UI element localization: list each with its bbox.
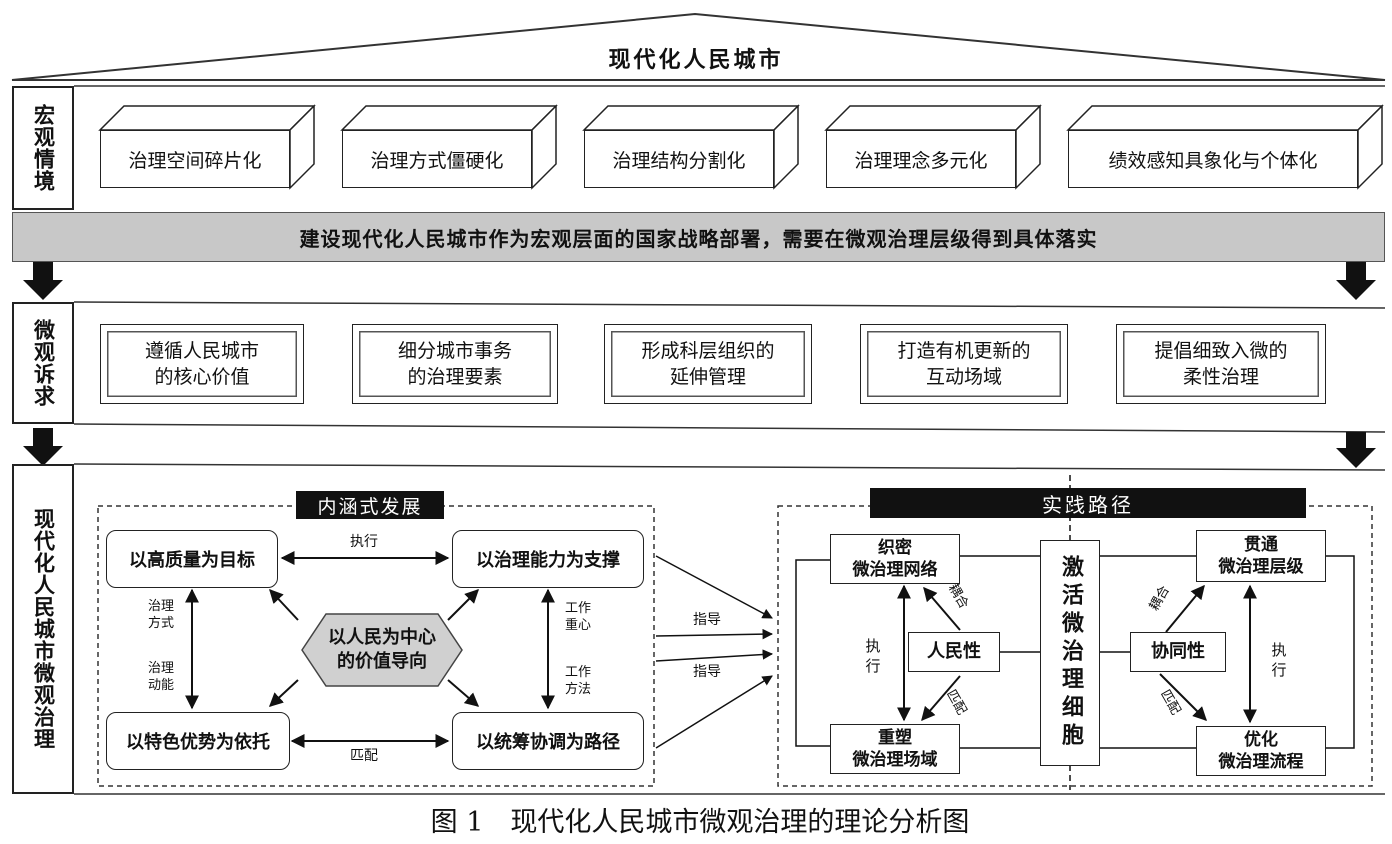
hexagon-line-1: 以人民为中心: [328, 627, 436, 648]
hexagon-text: 以人民为中心 的价值导向: [302, 626, 462, 674]
activate-cell-text: 激活微治理细胞: [1058, 555, 1083, 751]
reshape-field-box: 重塑微治理场域: [830, 724, 960, 774]
macro-frame: [74, 85, 1385, 87]
left-execute-line-1: 执: [865, 637, 881, 655]
box-side-face: [289, 104, 315, 190]
edge-execute-label: 执行: [350, 534, 378, 550]
micro-label: 微观诉求: [12, 302, 74, 424]
box-side-face: [773, 104, 799, 190]
left-panel-title: 内涵式发展: [296, 491, 444, 519]
left-lower-label: 治理 动能: [136, 660, 186, 694]
path-coordination: 以统筹协调为路径: [452, 712, 644, 770]
micro-box-5-line-2: 柔性治理: [1182, 366, 1259, 388]
box-side-face: [531, 104, 557, 190]
left-execute-label: 执 行: [858, 636, 888, 676]
support-governance-capacity: 以治理能力为支撑: [452, 530, 644, 588]
down-arrow-icon: [23, 428, 63, 466]
figure-caption: 图 1 现代化人民城市微观治理的理论分析图: [430, 807, 970, 838]
macro-box-3: 治理结构分割化: [584, 130, 774, 188]
micro-box-4-line-1: 打造有机更新的: [897, 340, 1031, 362]
micro-box-2: 细分城市事务的治理要素: [352, 324, 558, 404]
micro-box-2-line-1: 细分城市事务: [397, 340, 512, 362]
modern-label: 现代化人民城市微观治理: [12, 464, 74, 794]
optimize-process-box: 优化微治理流程: [1196, 726, 1326, 776]
micro-box-5: 提倡细致入微的柔性治理: [1116, 324, 1326, 404]
edge-match-label: 匹配: [350, 748, 378, 764]
micro-box-3-line-1: 形成科层组织的: [641, 340, 775, 362]
right-upper-line-2: 重心: [564, 618, 591, 633]
down-arrow-icon: [1336, 432, 1376, 468]
micro-box-5-line-1: 提倡细致入微的: [1154, 340, 1288, 362]
connect-line-1: 贯通: [1244, 535, 1278, 555]
down-arrows-1: [23, 262, 1376, 300]
macro-box-4: 治理理念多元化: [826, 130, 1016, 188]
down-arrow-icon: [23, 262, 63, 300]
micro-box-2-line-2: 的治理要素: [407, 366, 503, 388]
left-upper-label: 治理 方式: [136, 598, 186, 632]
hexagon-line-2: 的价值导向: [337, 651, 427, 672]
left-upper-line-1: 治理: [147, 599, 174, 614]
right-lower-label: 工作 方法: [556, 664, 600, 698]
down-arrow-icon: [1336, 262, 1376, 300]
optimize-line-2: 微治理流程: [1218, 752, 1304, 772]
box-side-face: [1015, 104, 1041, 190]
synergy-box: 协同性: [1130, 632, 1226, 672]
micro-box-1-line-2: 的核心价值: [154, 366, 250, 388]
roof-shape: [11, 12, 1386, 81]
left-execute-line-2: 行: [865, 657, 881, 675]
right-upper-line-1: 工作: [564, 601, 591, 616]
micro-box-3: 形成科层组织的延伸管理: [604, 324, 812, 404]
goal-high-quality: 以高质量为目标: [106, 530, 278, 588]
box-side-face: [1357, 104, 1383, 190]
micro-box-4-line-2: 互动场域: [925, 366, 1002, 388]
connect-levels-box: 贯通微治理层级: [1196, 530, 1326, 582]
macro-label: 宏观情境: [12, 86, 74, 210]
macro-banner: 建设现代化人民城市作为宏观层面的国家战略部署，需要在微观治理层级得到具体落实: [12, 212, 1385, 262]
right-lower-line-1: 工作: [564, 665, 591, 680]
micro-box-1: 遵循人民城市的核心价值: [100, 324, 304, 404]
micro-box-3-line-2: 延伸管理: [669, 366, 746, 388]
guide-label-2: 指导: [693, 664, 721, 680]
weave-line-2: 微治理网络: [852, 560, 938, 580]
right-execute-line-2: 行: [1271, 661, 1287, 679]
macro-box-1: 治理空间碎片化: [100, 130, 290, 188]
weave-line-1: 织密: [878, 538, 912, 558]
left-upper-line-2: 方式: [147, 616, 174, 631]
down-arrows-2: [23, 428, 1376, 468]
center-hexagon: [301, 613, 463, 687]
left-panel-arrows: [185, 551, 774, 749]
micro-box-1-line-1: 遵循人民城市: [144, 340, 259, 362]
right-upper-label: 工作 重心: [556, 600, 600, 634]
right-lower-line-2: 方法: [564, 682, 591, 697]
activate-cell-box: 激活微治理细胞: [1040, 540, 1100, 766]
right-panel-title: 实践路径: [870, 488, 1306, 518]
optimize-line-1: 优化: [1244, 730, 1278, 750]
guide-label-1: 指导: [693, 612, 721, 628]
right-execute-line-1: 执: [1271, 641, 1287, 659]
connect-line-2: 微治理层级: [1218, 557, 1304, 577]
macro-3d-backs: [98, 104, 1384, 190]
reshape-line-1: 重塑: [878, 728, 912, 748]
rely-distinctive-advantages: 以特色优势为依托: [106, 712, 290, 770]
left-lower-line-2: 动能: [147, 678, 174, 693]
right-execute-label: 执 行: [1264, 640, 1294, 680]
micro-frame: [73, 301, 1386, 433]
micro-box-4: 打造有机更新的互动场域: [860, 324, 1068, 404]
people-nature-box: 人民性: [908, 632, 1000, 672]
macro-box-2: 治理方式僵硬化: [342, 130, 532, 188]
roof-title: 现代化人民城市: [608, 48, 784, 73]
weave-network-box: 织密微治理网络: [830, 534, 960, 584]
left-lower-line-1: 治理: [147, 661, 174, 676]
reshape-line-2: 微治理场域: [852, 750, 938, 770]
macro-box-5: 绩效感知具象化与个体化: [1068, 130, 1358, 188]
